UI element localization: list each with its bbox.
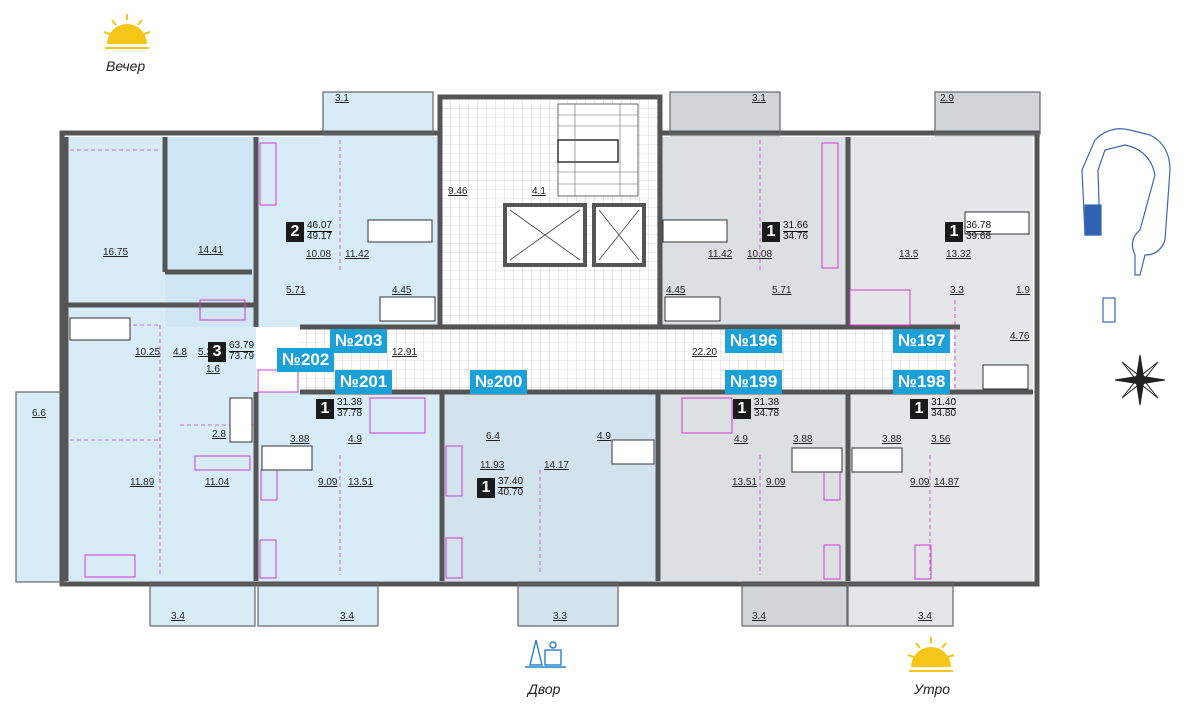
room-area: 13.32 (946, 249, 972, 260)
room-area: 4.1 (532, 186, 546, 197)
balcony-199 (742, 581, 847, 626)
apartment-tag-197[interactable]: №197 (893, 329, 951, 353)
room-area: 11.89 (130, 477, 155, 488)
room-area: 1.6 (206, 364, 220, 375)
room-area: 10.08 (747, 249, 773, 260)
apartment-tag-200[interactable]: №200 (470, 370, 528, 394)
room-area: 9.09 (766, 477, 786, 488)
apartment-tag-196[interactable]: №196 (725, 329, 783, 353)
room-area: 3.4 (752, 611, 766, 622)
room-area: 14.41 (198, 245, 224, 256)
room-area: 3.1 (752, 93, 766, 104)
room-area: 13.5 (899, 249, 919, 260)
apartment-199-fill[interactable] (660, 392, 846, 581)
apartment-3room-loggia (16, 392, 66, 582)
room-area: 3.4 (340, 611, 354, 622)
room-area: 14.87 (934, 477, 960, 488)
room-area: 6.6 (32, 408, 46, 419)
room-area: 11.42 (345, 249, 370, 260)
room-area: 3.88 (290, 434, 310, 445)
room-area: 4.9 (734, 434, 748, 445)
room-area: 3.4 (918, 611, 932, 622)
apartment-tag-199[interactable]: №199 (725, 370, 783, 394)
room-area: 11.42 (708, 249, 733, 260)
room-area: 13.51 (732, 477, 758, 488)
corridor-tiles (300, 327, 955, 392)
balcony-197 (935, 92, 1040, 137)
apartment-tag-201[interactable]: №201 (335, 370, 393, 394)
room-area: 9.46 (448, 186, 468, 197)
room-area: 10.25 (135, 347, 161, 358)
room-area: 11.04 (205, 477, 230, 488)
room-area: 4.9 (348, 434, 362, 445)
room-area: 3.88 (882, 434, 902, 445)
room-area: 2.8 (212, 429, 226, 440)
room-14-41 (165, 137, 255, 327)
balcony-198 (848, 581, 953, 626)
apartment-200-fill[interactable] (444, 392, 656, 581)
room-area: 3.3 (553, 611, 567, 622)
courtyard-label: Двор (528, 681, 561, 697)
morning-label: Утро (914, 681, 951, 697)
room-area: 16.75 (103, 247, 129, 258)
room-area: 12.91 (392, 347, 418, 358)
sun-icon-evening (103, 14, 151, 49)
compass-icon (1114, 354, 1166, 406)
room-area: 3.56 (931, 434, 951, 445)
room-area: 3.3 (950, 285, 964, 296)
room-area: 4.9 (597, 431, 611, 442)
elevator-shaft-2 (592, 203, 646, 267)
room-area: 2.9 (940, 93, 954, 104)
room-area: 4.8 (173, 347, 187, 358)
room-area: 22.20 (692, 347, 718, 358)
room-area: 4.45 (666, 285, 686, 296)
room-area: 5.3 (198, 347, 212, 358)
evening-label: Вечер (106, 58, 146, 74)
room-area: 10.08 (306, 249, 332, 260)
balcony-2room-a (323, 92, 433, 137)
room-area: 1.9 (1016, 285, 1030, 296)
elevator-shaft-1 (503, 203, 587, 267)
apartment-198-fill[interactable] (850, 392, 1033, 581)
room-area: 4.76 (1010, 331, 1030, 342)
apartment-201-fill[interactable] (256, 392, 440, 581)
room-area: 9.09 (318, 477, 338, 488)
room-area: 5.71 (772, 285, 792, 296)
balcony-201-a (150, 581, 255, 626)
balcony-200 (518, 581, 618, 626)
room-area: 9.09 (910, 477, 930, 488)
room-area: 11.93 (480, 460, 505, 471)
room-area: 6.4 (486, 431, 500, 442)
room-area: 3.88 (793, 434, 813, 445)
sun-icon-morning (907, 637, 955, 672)
balcony-196 (670, 92, 780, 137)
room-area: 4.45 (392, 285, 412, 296)
courtyard-icon (525, 639, 566, 668)
apartment-tag-198[interactable]: №198 (893, 370, 951, 394)
apartment-tag-202[interactable]: №202 (277, 348, 335, 372)
room-area: 5.71 (286, 285, 306, 296)
room-area: 3.4 (171, 611, 185, 622)
room-area: 13.51 (348, 477, 374, 488)
apartment-tag-203[interactable]: №203 (330, 329, 388, 353)
room-area: 14.17 (544, 460, 570, 471)
balcony-201-b (258, 581, 378, 626)
building-minimap (1081, 128, 1171, 323)
room-area: 3.1 (335, 93, 349, 104)
